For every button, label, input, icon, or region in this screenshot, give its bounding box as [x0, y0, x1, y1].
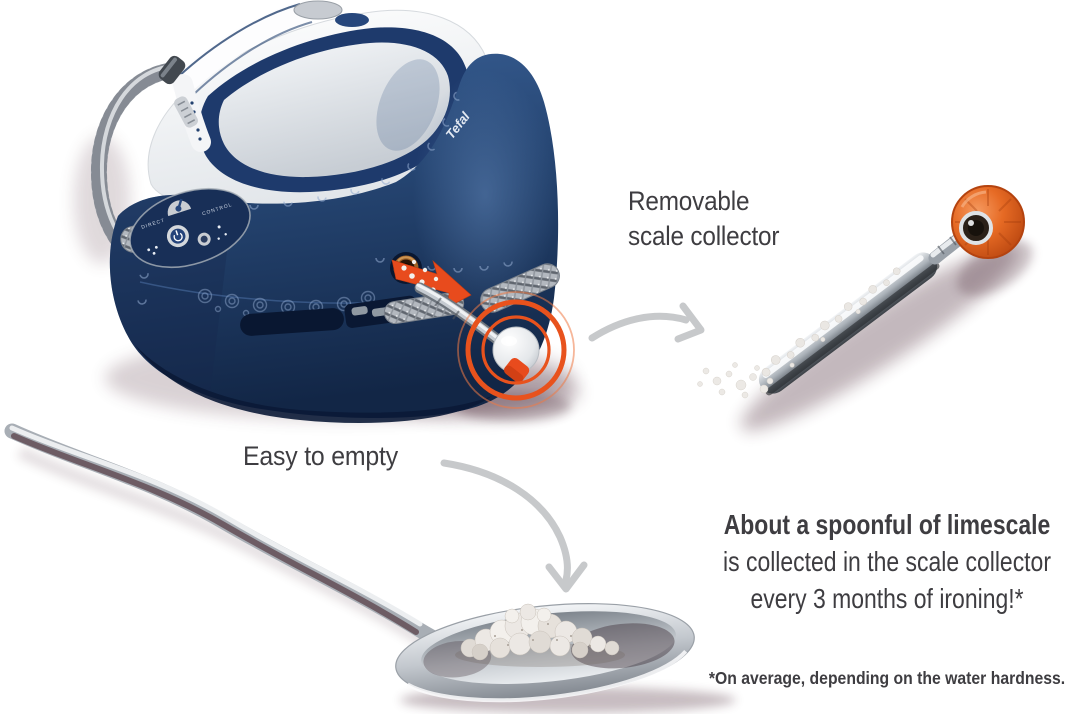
scale-collector-photo — [697, 185, 1033, 431]
iron — [147, 0, 494, 213]
label-easy-to-empty: Easy to empty — [243, 441, 399, 471]
highlight-rings-icon — [457, 291, 575, 409]
iron-top-panel — [218, 42, 450, 178]
headline-text: About a spoonful of limescale is collect… — [674, 506, 1089, 617]
headline-line1: About a spoonful of limescale — [723, 509, 1051, 540]
control-panel: DIRECT CONTROL — [129, 187, 251, 269]
collector-orange-knob — [951, 185, 1025, 259]
headline-line3: every 3 months of ironing!* — [750, 583, 1024, 614]
spoon-photo — [4, 423, 736, 713]
arrow-to-spoon-icon — [440, 459, 588, 593]
power-icon — [173, 232, 183, 242]
limescale-powder — [460, 603, 620, 661]
collected-limescale — [761, 267, 901, 377]
collector-shadow — [740, 245, 1020, 431]
iron-handle — [171, 0, 317, 96]
steam-icons — [147, 225, 227, 255]
collector-bar — [758, 252, 940, 396]
hose-connector — [158, 55, 186, 85]
base-handle-recess — [240, 308, 344, 336]
steam-button — [335, 13, 369, 27]
station-base: DIRECT CONTROL Tefal — [109, 53, 560, 423]
footnote-text: *On average, depending on the water hard… — [708, 668, 1066, 688]
collector-rod-out — [414, 282, 540, 383]
trigger-detail — [174, 96, 198, 128]
steam-gauge — [167, 198, 192, 217]
spilled-limescale — [697, 362, 774, 399]
collector-knob — [492, 326, 540, 383]
base-underside — [135, 345, 492, 423]
label-removable-line1: Removable — [628, 186, 750, 216]
label-removable-line2: scale collector — [628, 221, 780, 251]
label-removable-scale-collector: Removable scale collector — [628, 184, 779, 254]
headline-line2: is collected in the scale collector — [723, 546, 1051, 577]
steam-dial — [293, 0, 343, 20]
steam-generator-photo: DIRECT CONTROL Tefal — [74, 0, 580, 423]
arrow-to-collector-icon — [588, 302, 705, 343]
